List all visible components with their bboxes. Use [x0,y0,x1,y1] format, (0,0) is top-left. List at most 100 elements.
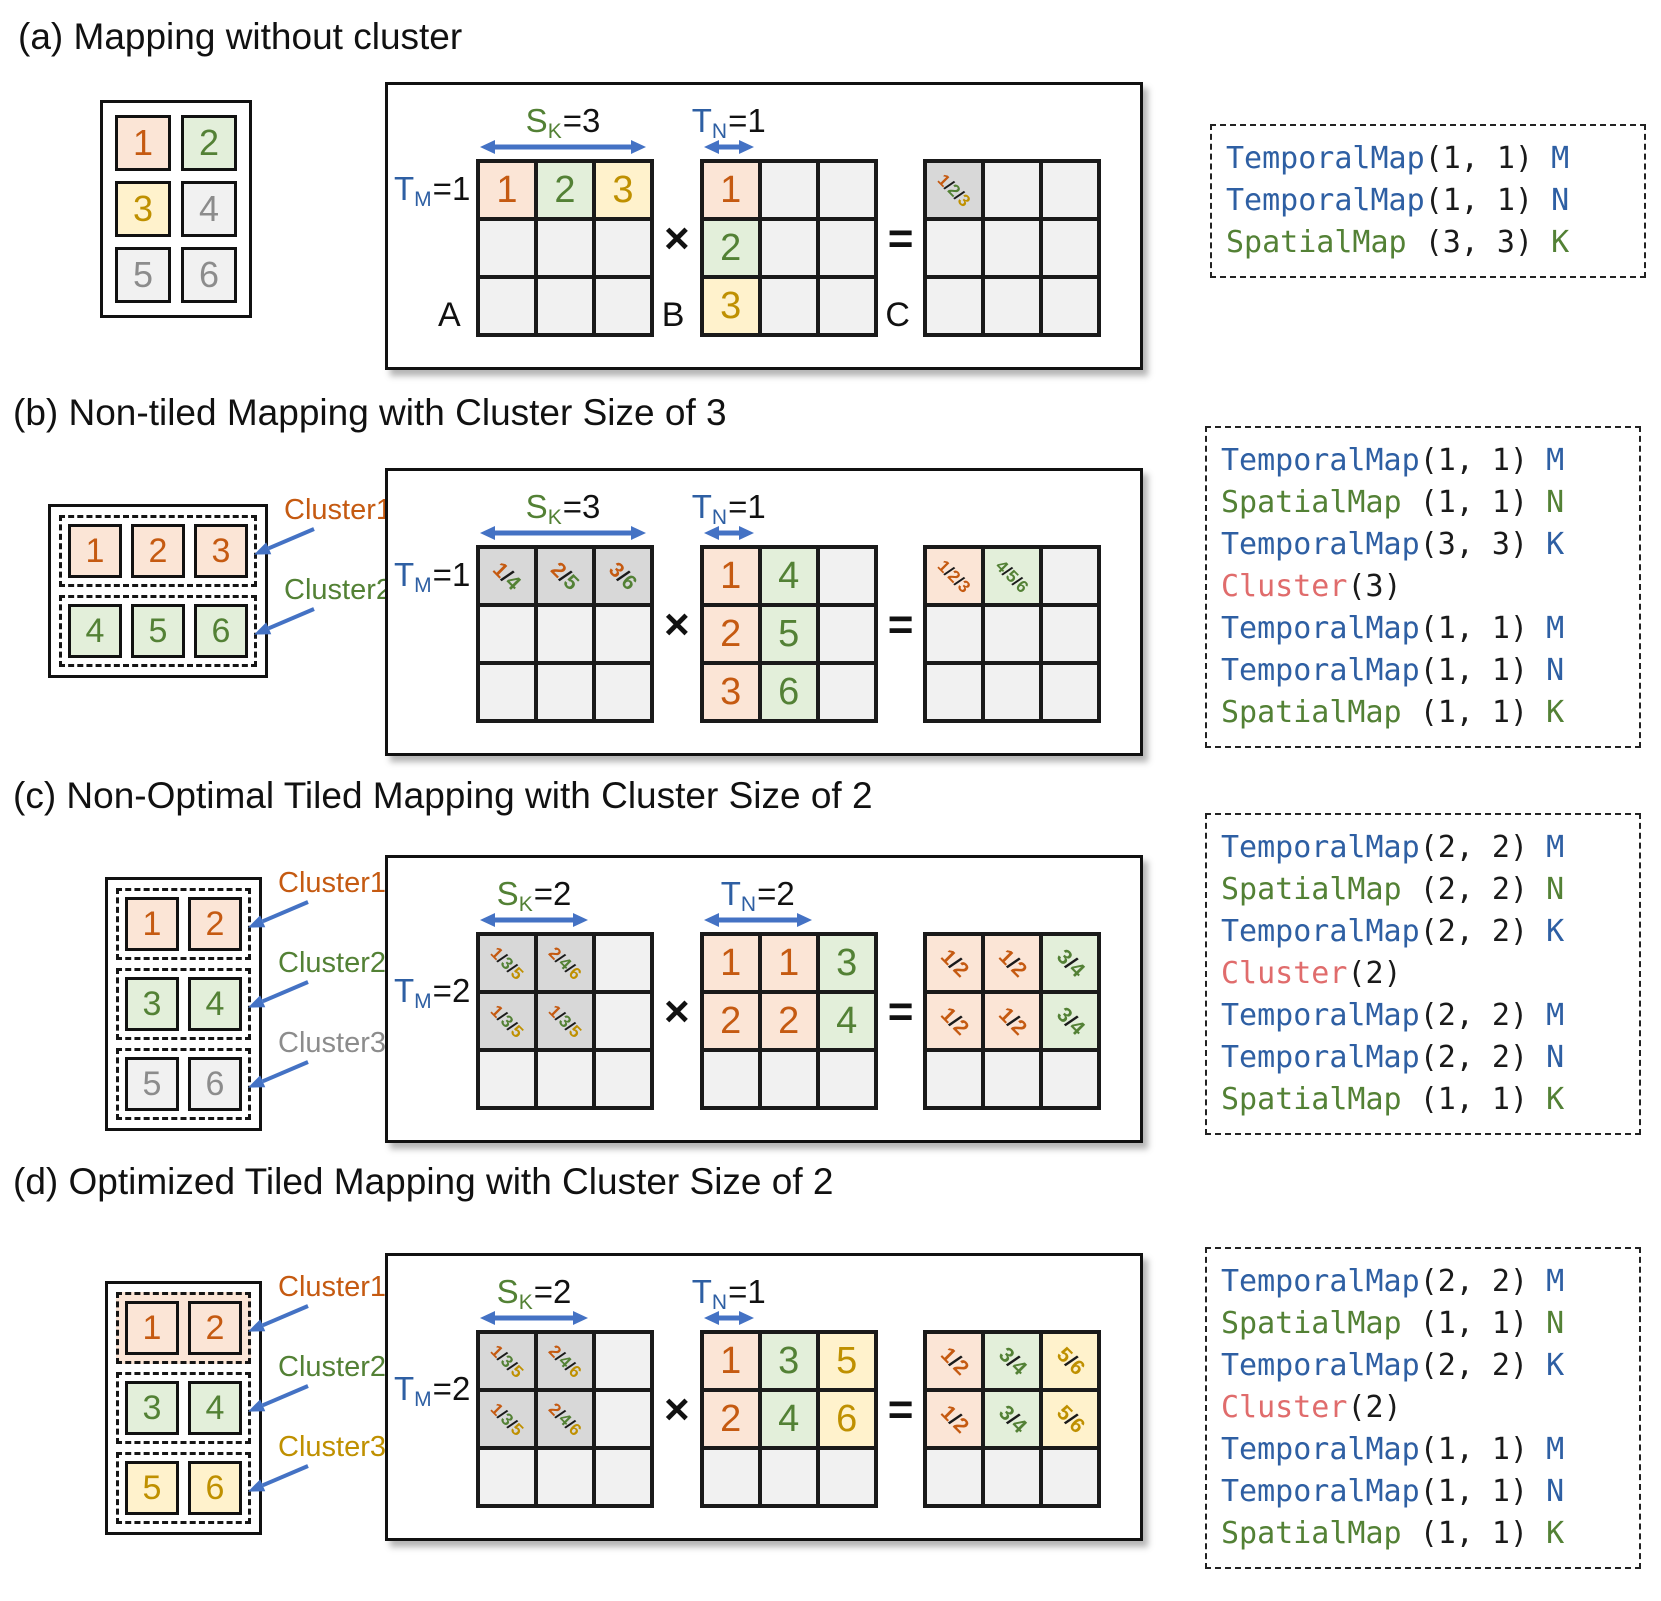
text-segment: 1 [720,942,742,984]
cell-value: 3 [778,1342,799,1380]
matrix-cell: 1/2 [925,1390,984,1448]
equals-operator: = [887,987,914,1036]
cell-value: 1 [778,944,799,982]
pe-cell: 4 [181,181,237,237]
text-segment: (1, 1) [1419,695,1529,730]
cell-value: 3/4 [1052,945,1089,982]
text-segment: 4 [778,1398,800,1440]
cell-value: 1/2 [994,945,1031,982]
pe-cell: 5 [131,604,185,658]
text-segment: (1, 1) [1424,183,1534,218]
code-line: SpatialMap (1, 1) N [1221,482,1625,524]
matrix-cell [594,605,652,663]
matrix-name-label: C [885,296,910,334]
text-segment: M [1533,141,1570,176]
horizontal-double-arrow-icon [703,1311,754,1325]
matrix-cell [594,663,652,721]
cell-value: 5/6 [1052,1401,1089,1438]
text-segment: N [1528,872,1565,907]
matrix-cell [1041,1448,1100,1506]
matrix-cell [1041,1050,1100,1108]
text-segment: 1 [720,555,742,597]
matrix-cell: 2/5 [536,547,594,605]
text-segment: TemporalMap [1221,1474,1420,1509]
matrix-cell [536,277,594,335]
times-operator: × [664,600,690,649]
cell-value: 1/2/3 [934,556,974,596]
text-segment: (2, 2) [1419,872,1529,907]
matrix-cell [536,219,594,277]
text-segment: 2 [778,1000,800,1042]
matrix-cell [1041,161,1100,219]
matrix-cell: 1/2 [925,1332,984,1390]
cell-value: 4 [778,557,799,595]
text-segment: K [1528,695,1565,730]
matrix-cell: 1/4 [478,547,536,605]
matrix-cell: 3/4 [983,1390,1042,1448]
text-segment: 2 [720,1000,742,1042]
code-line: Cluster(2) [1221,1387,1625,1429]
matrix-cell [1041,547,1100,605]
pe-cell: 6 [188,1461,242,1515]
text-segment: TemporalMap [1221,653,1420,688]
matrix-cell: 5 [817,1332,876,1390]
pe-cell: 1 [125,1301,179,1355]
text-segment: M [1528,611,1565,646]
horizontal-double-arrow-icon [703,140,754,154]
cell-value: 2 [554,171,575,209]
pe-cell: 2 [188,897,242,951]
cell-value: 1/3/5 [487,1399,527,1439]
matrix-cell [478,277,536,335]
text-segment: K [1528,1082,1565,1117]
text-segment: K [1528,527,1565,562]
text-segment: K [1528,1516,1565,1551]
text-segment: (2, 2) [1419,998,1529,1033]
matrix-cell [817,1448,876,1506]
text-segment: SpatialMap [1221,1306,1420,1341]
pe-cell: 6 [194,604,248,658]
text-segment: SpatialMap [1221,1516,1420,1551]
cell-value: 1 [720,557,741,595]
cell-value: 1/2/3 [934,170,974,210]
matrix-cell [925,1050,984,1108]
text-segment: 2 [720,613,742,655]
text-segment: N [1533,183,1570,218]
text-segment: TemporalMap [1221,998,1420,1033]
code-line: TemporalMap(2, 2) N [1221,1037,1625,1079]
matrix-cell: 1/2 [983,992,1042,1050]
cell-value: 2 [720,615,741,653]
matrix-cell: 3 [701,277,760,335]
cell-value: 1/3/5 [487,943,527,983]
dimension-label-area [923,1266,1101,1330]
matrix-cell [536,1448,594,1506]
matrix-cell: 2 [759,992,818,1050]
horizontal-double-arrow-icon [480,526,646,540]
cell-value: 4/5/6 [992,556,1032,596]
text-segment: (1, 1) [1419,1432,1529,1467]
code-line: TemporalMap(1, 1) N [1221,650,1625,692]
matrix-cell: 2 [701,605,760,663]
cell-value: 4 [778,1400,799,1438]
cell-value: 3 [720,673,741,711]
matrix-cell [1041,277,1100,335]
text-segment: (1, 1) [1419,653,1529,688]
code-line: SpatialMap (2, 2) N [1221,869,1625,911]
matrix-cell [594,277,652,335]
cell-value: 2/5 [547,558,584,595]
text-segment: 1 [496,169,518,211]
equals-operator: = [887,1385,914,1434]
